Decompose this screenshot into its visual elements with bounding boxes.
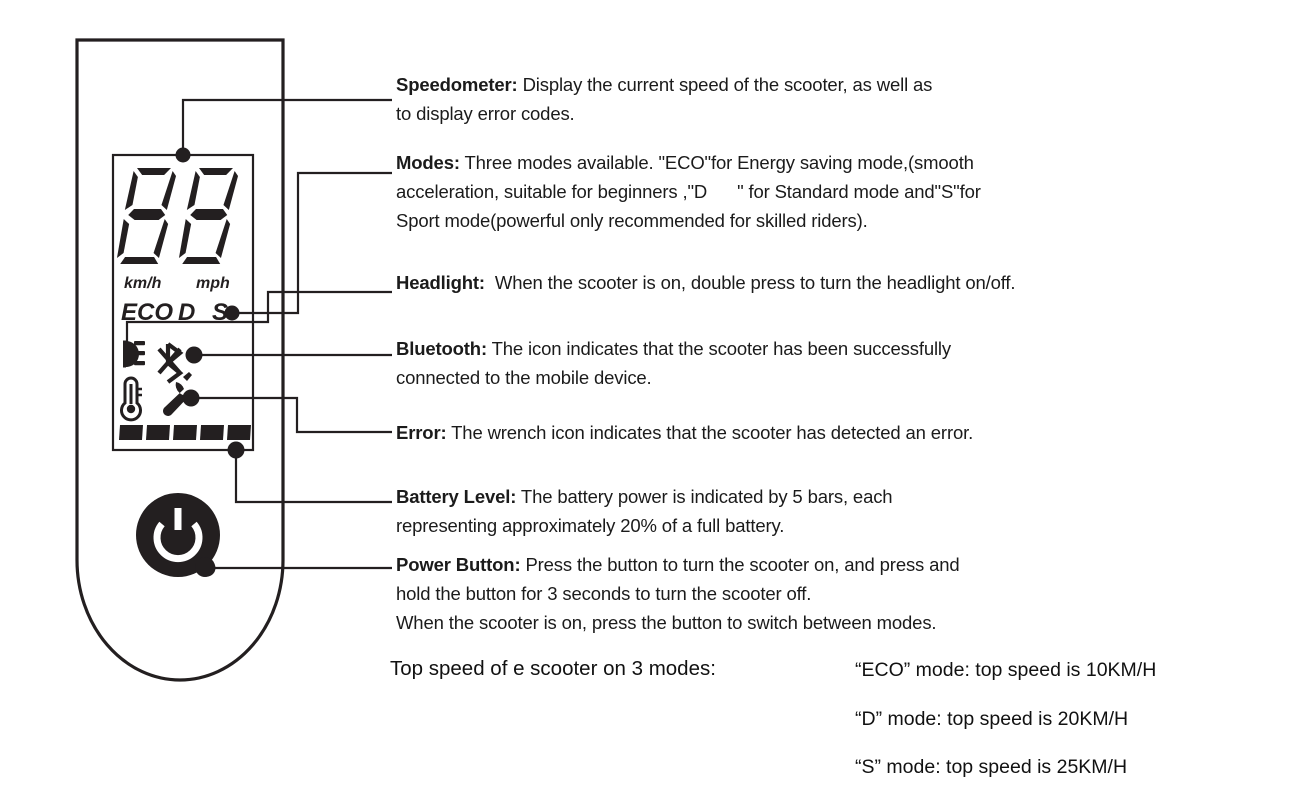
top-speed-row-s: “S” mode: top speed is 25KM/H <box>855 756 1128 778</box>
leader-error <box>192 396 392 434</box>
power-button[interactable] <box>136 493 220 577</box>
callout-modes: Modes: Three modes available. "ECO"for E… <box>396 148 1186 235</box>
callout-modes-text: Three modes available. "ECO"for Energy s… <box>396 152 981 231</box>
callout-battery-level-label: Battery Level: <box>396 486 517 507</box>
mode-label-eco: ECO <box>121 299 173 326</box>
top-speed-lead-in: Top speed of e scooter on 3 modes: <box>390 657 716 680</box>
leader-modes <box>233 171 392 315</box>
callout-power-button-text: Press the button to turn the scooter on,… <box>396 554 960 633</box>
callout-modes-label: Modes: <box>396 152 460 173</box>
callout-speedometer: Speedometer: Display the current speed o… <box>396 70 1166 128</box>
callout-speedometer-label: Speedometer: <box>396 74 518 95</box>
unit-kmh-label: km/h <box>124 275 162 292</box>
power-icon <box>153 521 203 563</box>
callout-power-button-label: Power Button: <box>396 554 521 575</box>
dot-modes <box>224 305 240 321</box>
wrench-icon <box>163 372 192 417</box>
callout-error: Error: The wrench icon indicates that th… <box>396 418 1196 447</box>
callout-headlight-text: When the scooter is on, double press to … <box>484 272 1016 293</box>
top-speed-row-d: “D” mode: top speed is 20KM/H <box>855 708 1129 730</box>
unit-mph-label: mph <box>196 275 230 292</box>
leader-headlight <box>125 290 392 345</box>
seven-segment-display <box>116 168 239 264</box>
callout-speedometer-text: Display the current speed of the scooter… <box>396 74 933 124</box>
callout-error-label: Error: <box>396 422 447 443</box>
dot-battery <box>227 441 245 459</box>
battery-bars <box>119 425 251 440</box>
callout-battery-level-text: The battery power is indicated by 5 bars… <box>396 486 893 536</box>
dot-error <box>182 389 200 407</box>
dot-bluetooth <box>185 346 203 364</box>
callout-error-text: The wrench icon indicates that the scoot… <box>446 422 974 443</box>
callout-battery-level: Battery Level: The battery power is indi… <box>396 482 1176 540</box>
dot-speedometer <box>175 147 191 163</box>
scooter-deck-outline <box>75 38 285 682</box>
leader-battery <box>234 450 392 504</box>
mode-label-d: D <box>178 299 195 326</box>
callout-bluetooth: Bluetooth: The icon indicates that the s… <box>396 334 1186 392</box>
callout-headlight-label: Headlight: <box>396 272 485 293</box>
callout-power-button: Power Button: Press the button to turn t… <box>396 550 1186 637</box>
headlight-icon <box>123 340 145 368</box>
callout-bluetooth-label: Bluetooth: <box>396 338 487 359</box>
mode-label-s: S <box>212 299 228 326</box>
leader-speedometer <box>181 98 392 155</box>
bluetooth-icon <box>157 342 184 384</box>
callout-bluetooth-text: The icon indicates that the scooter has … <box>396 338 951 388</box>
thermometer-icon <box>120 376 142 422</box>
top-speed-row-eco: “ECO” mode: top speed is 10KM/H <box>855 659 1157 681</box>
callout-headlight: Headlight: When the scooter is on, doubl… <box>396 268 1196 297</box>
